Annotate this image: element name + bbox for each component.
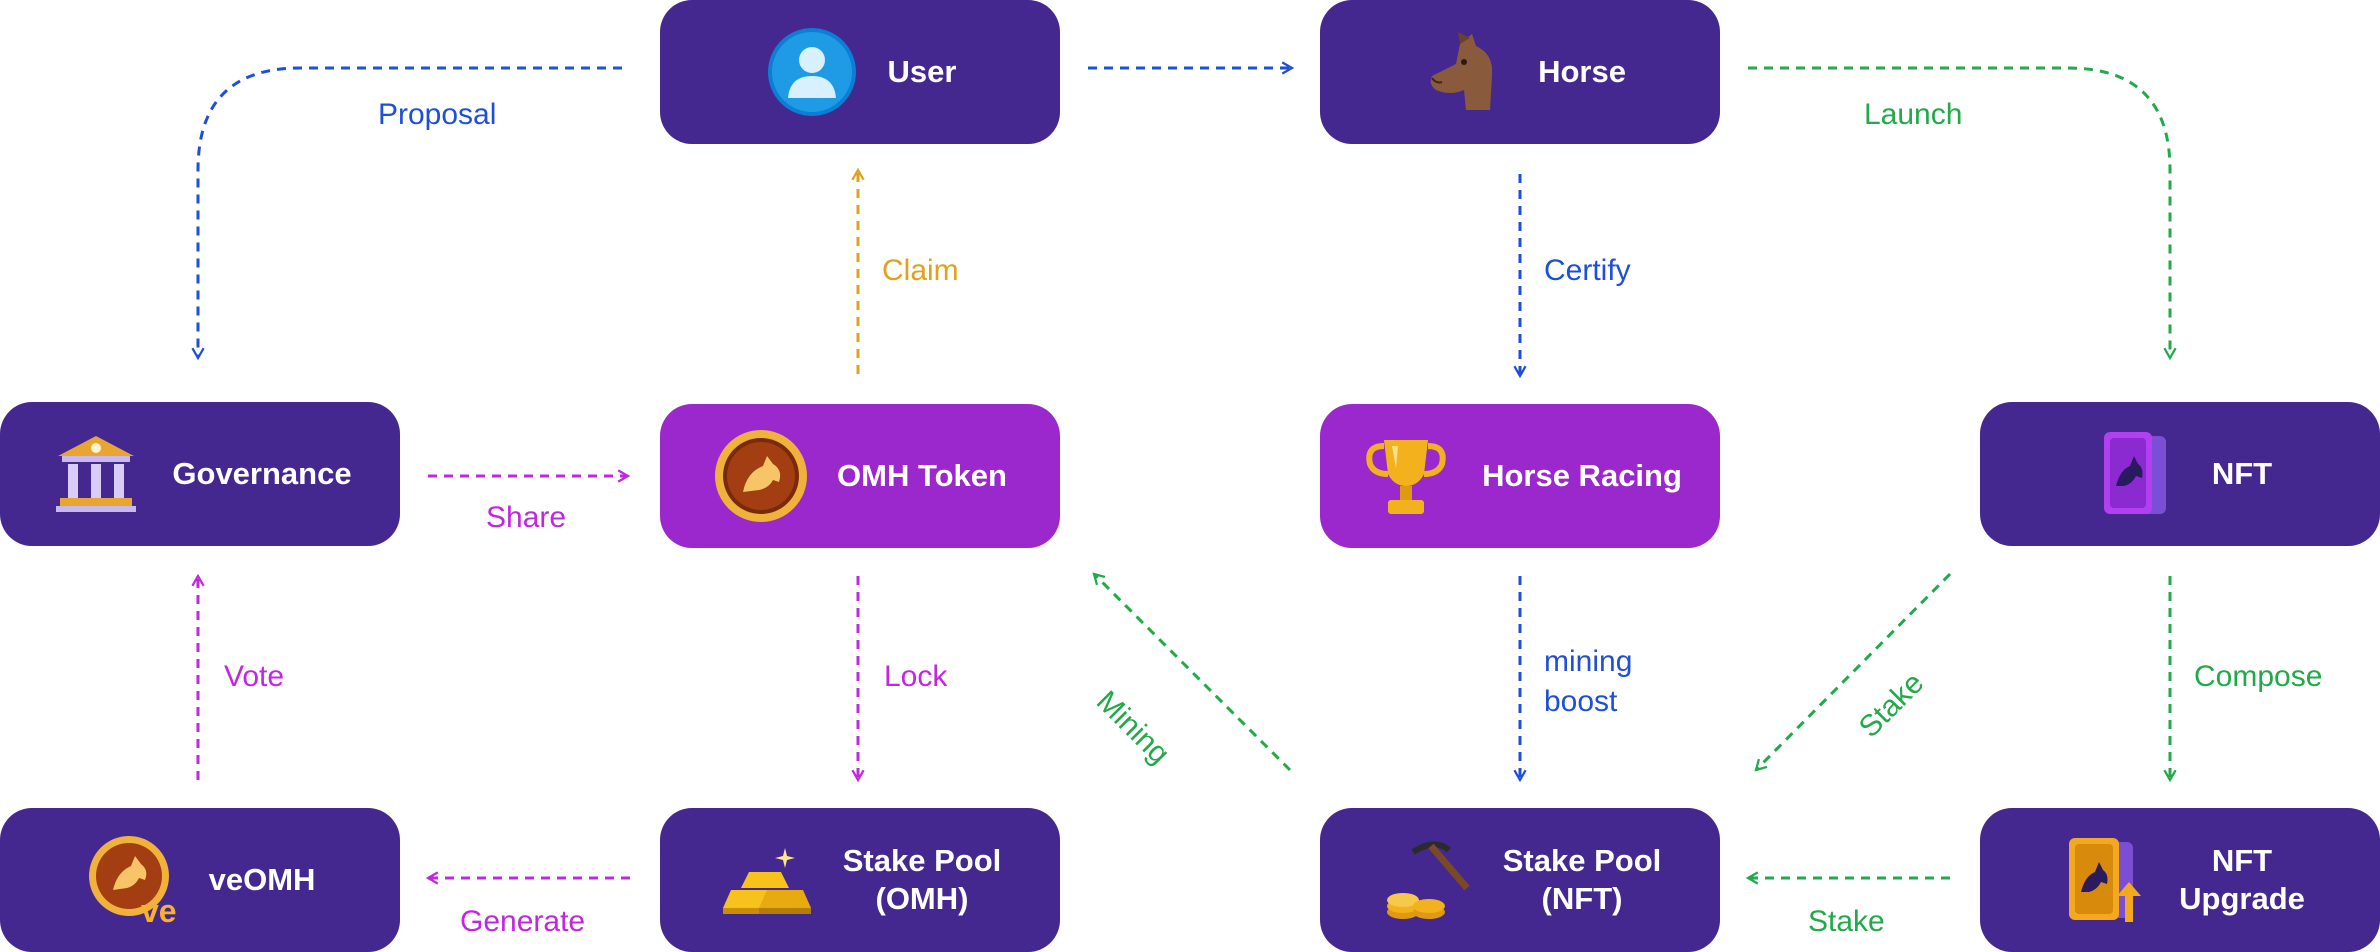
edge-label-claim: Claim xyxy=(882,254,959,287)
edge-label-proposal: Proposal xyxy=(378,98,497,131)
gold-bars-icon xyxy=(722,848,811,914)
node-veomh-label: veOMH xyxy=(208,862,316,897)
edge-label-lock: Lock xyxy=(884,660,948,693)
svg-text:ve: ve xyxy=(141,893,177,928)
node-stake-pool-omh-label: Stake Pool (OMH) xyxy=(842,843,1002,916)
horse-head-icon xyxy=(1430,32,1493,110)
edge-mining xyxy=(1092,572,1292,772)
node-nft-upgrade-label: NFT Upgrade xyxy=(2179,843,2305,916)
edge-stake-diag xyxy=(1754,572,1952,772)
node-horse-label: Horse xyxy=(1538,54,1626,89)
edge-launch xyxy=(1748,66,2177,361)
edge-proposal xyxy=(191,66,622,361)
edge-label-certify: Certify xyxy=(1544,254,1631,287)
node-nft-label: NFT xyxy=(2211,456,2273,491)
nft-card-icon xyxy=(2103,432,2166,514)
edge-label-mining-boost: mining boost xyxy=(1544,645,1633,718)
trophy-icon xyxy=(1366,440,1446,514)
edge-label-compose: Compose xyxy=(2194,660,2323,693)
user-avatar-icon xyxy=(767,28,856,116)
edge-label-share: Share xyxy=(486,501,567,534)
node-user: User xyxy=(660,0,1060,144)
node-veomh: ve veOMH xyxy=(0,808,400,952)
node-stake-pool-nft: Stake Pool (NFT) xyxy=(1320,808,1720,952)
edge-label-launch: Launch xyxy=(1864,98,1963,131)
pickaxe-coins-icon xyxy=(1386,841,1470,919)
node-horse: Horse xyxy=(1320,0,1720,144)
node-horse-racing: Horse Racing xyxy=(1320,404,1720,548)
edge-label-stake-bottom: Stake xyxy=(1808,905,1885,938)
node-stake-pool-nft-label: Stake Pool (NFT) xyxy=(1502,843,1662,916)
node-nft-upgrade: NFT Upgrade xyxy=(1980,808,2380,952)
node-stake-pool-omh: Stake Pool (OMH) xyxy=(660,808,1060,952)
node-horse-racing-label: Horse Racing xyxy=(1482,458,1682,493)
node-user-label: User xyxy=(887,54,957,89)
edge-label-generate: Generate xyxy=(460,905,586,938)
node-nft: NFT xyxy=(1980,402,2380,546)
nft-upgrade-icon xyxy=(2069,838,2142,922)
omh-coin-icon xyxy=(715,430,808,522)
node-governance-label: Governance xyxy=(172,456,352,491)
veomh-coin-icon: ve xyxy=(88,836,177,928)
node-omh-token-label: OMH Token xyxy=(837,458,1007,493)
bank-building-icon xyxy=(56,436,137,512)
edge-label-vote: Vote xyxy=(224,660,285,693)
node-omh-token: OMH Token xyxy=(660,404,1060,548)
node-governance: Governance xyxy=(0,402,400,546)
